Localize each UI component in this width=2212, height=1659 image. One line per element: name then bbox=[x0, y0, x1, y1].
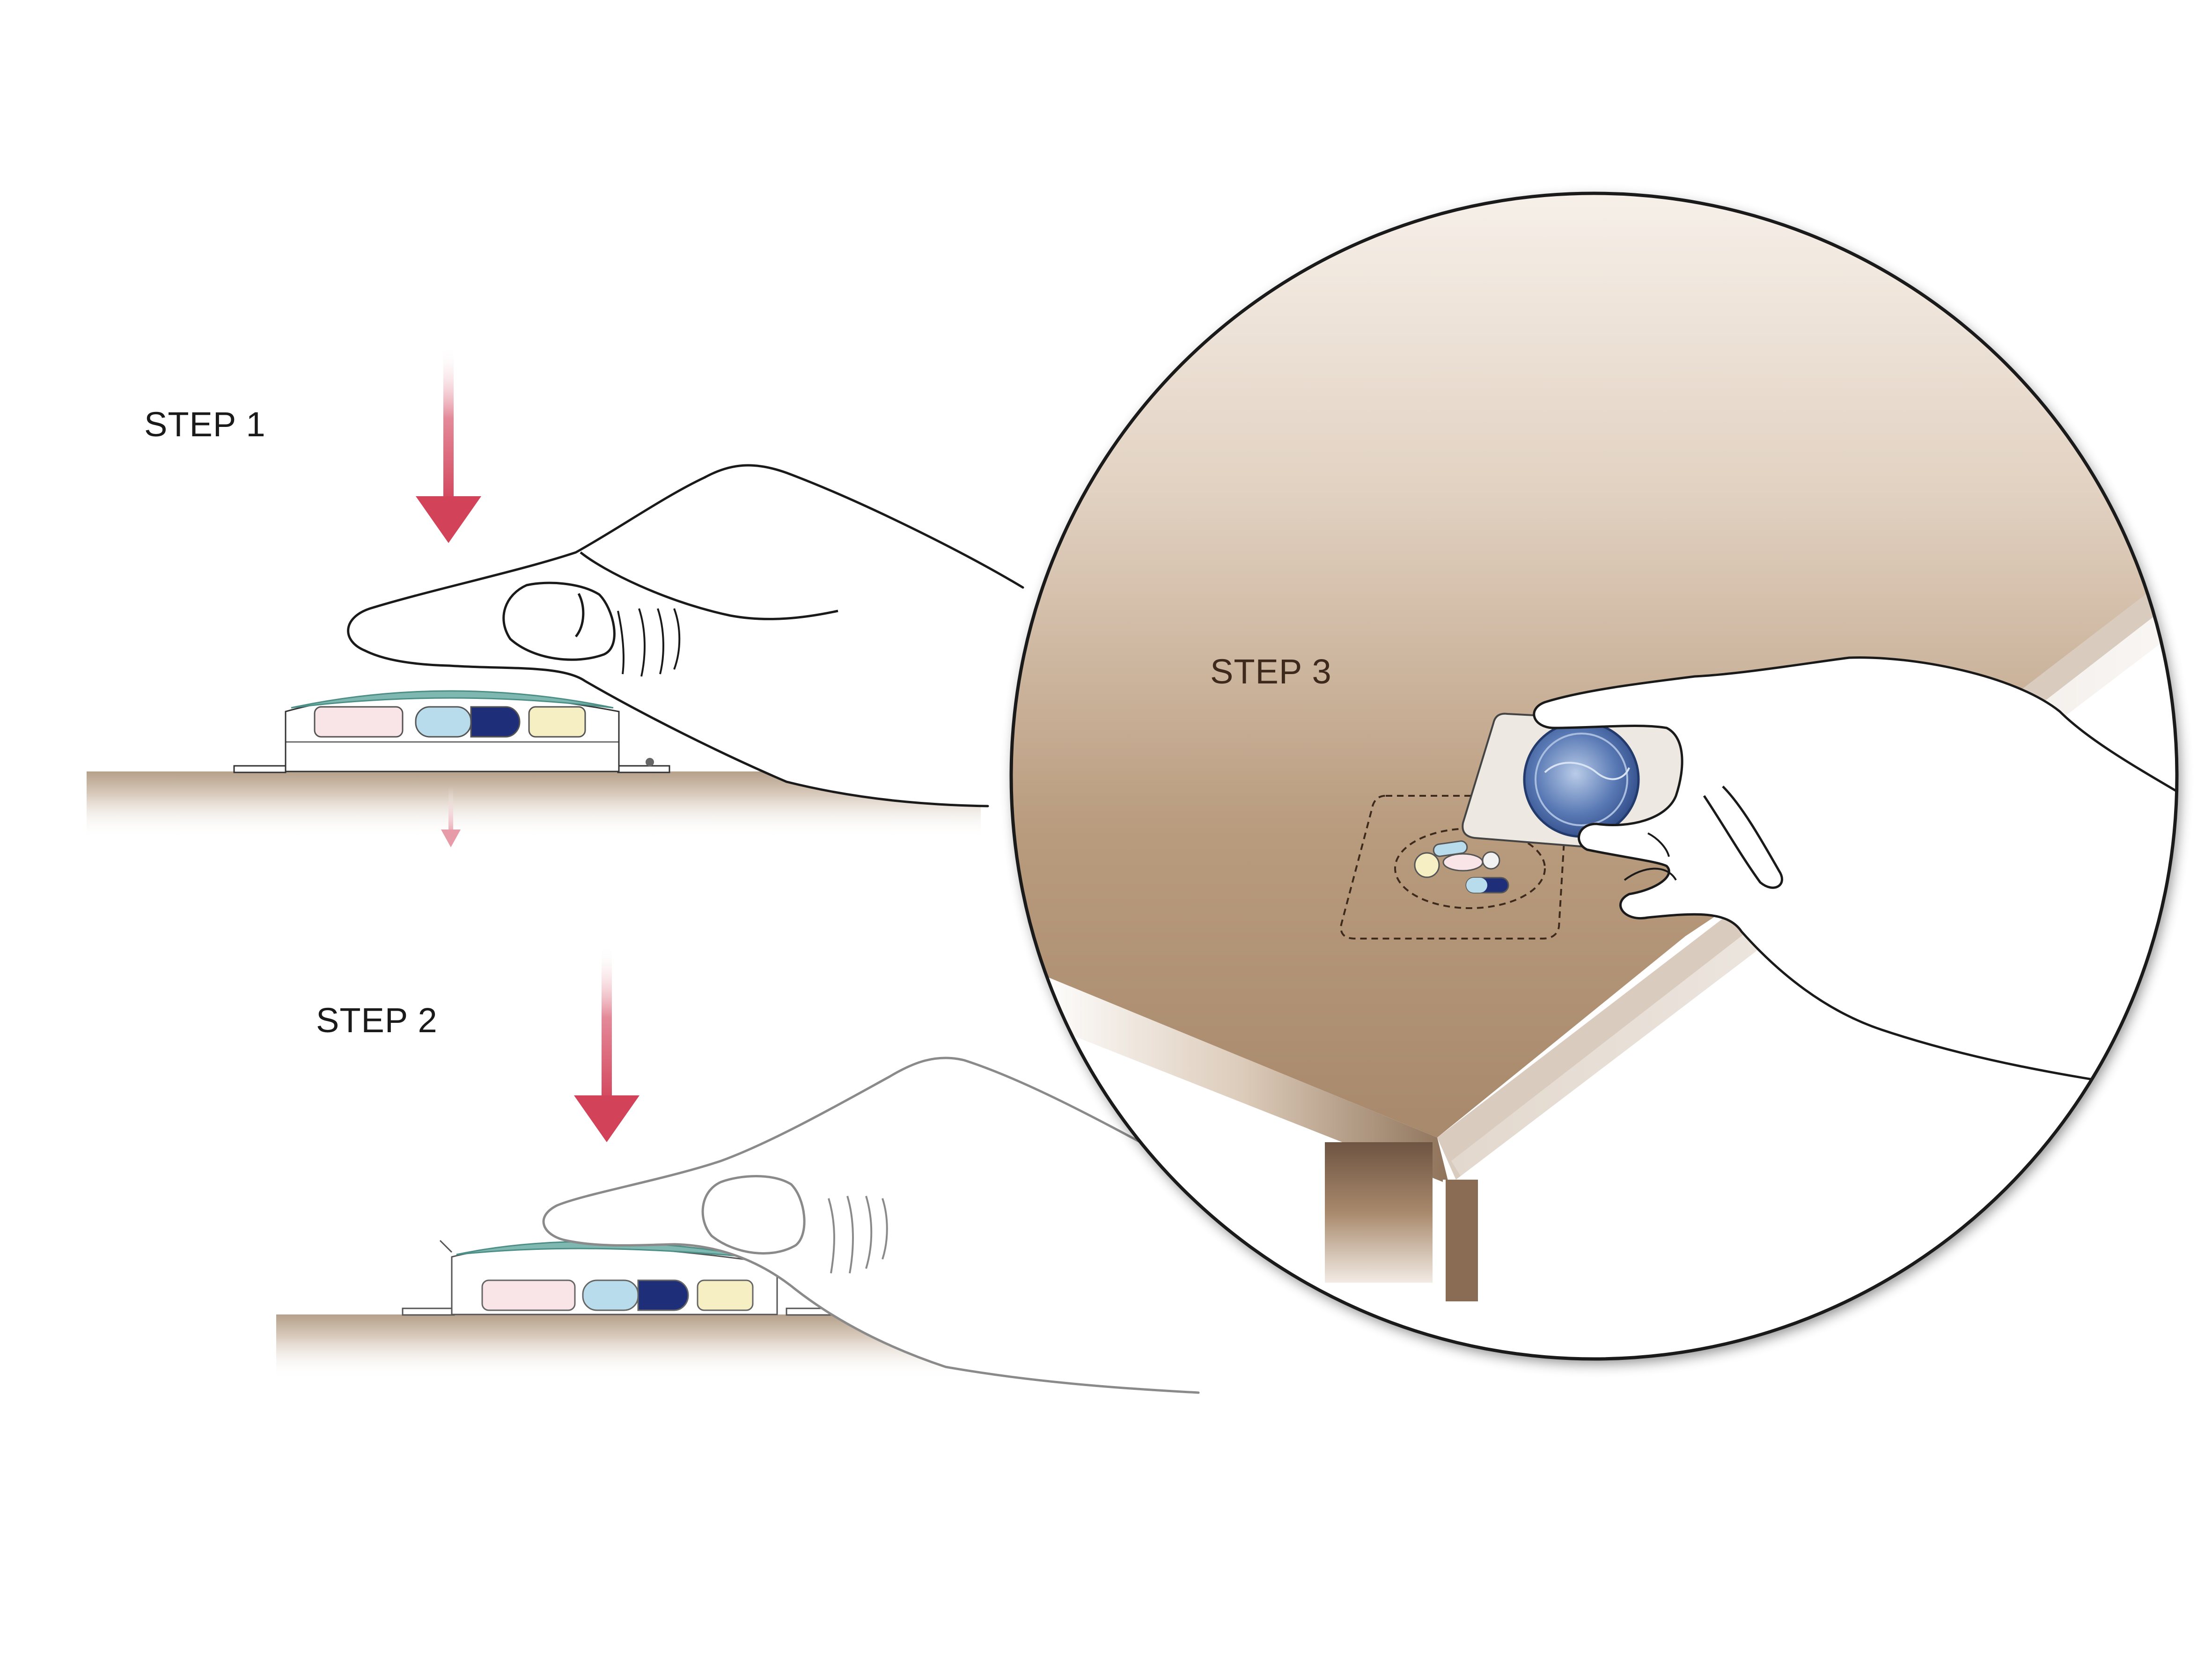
hand-icon bbox=[1533, 656, 2177, 1097]
capsule-icon bbox=[1433, 840, 1468, 857]
blister-card bbox=[1462, 712, 1698, 854]
capsule-icon bbox=[415, 706, 472, 738]
blister-film bbox=[291, 690, 614, 709]
table-surface bbox=[87, 771, 981, 838]
table-top bbox=[1011, 193, 2177, 1138]
capsule-icon bbox=[314, 706, 404, 738]
down-arrow-icon bbox=[441, 786, 461, 847]
down-arrow-icon bbox=[574, 946, 639, 1142]
capsule-icon bbox=[528, 706, 586, 738]
step-2-label: STEP 2 bbox=[316, 1001, 438, 1040]
capsule-icon bbox=[697, 1279, 754, 1311]
down-arrow-icon bbox=[416, 346, 481, 543]
hand-icon bbox=[542, 1057, 1200, 1394]
dropped-pills bbox=[1414, 840, 1509, 894]
step-1-panel: STEP 1 bbox=[87, 346, 1024, 847]
capsule-icon bbox=[481, 1279, 576, 1311]
step-3-inset: STEP 3 bbox=[1009, 191, 2179, 1361]
pill-container bbox=[233, 690, 670, 773]
hand-icon bbox=[347, 464, 1024, 807]
pill-container bbox=[402, 1212, 839, 1316]
step-1-label: STEP 1 bbox=[144, 405, 266, 444]
step-3-label: STEP 3 bbox=[1210, 652, 1332, 691]
table-leg bbox=[1325, 1142, 1433, 1283]
capsule-icon bbox=[582, 1279, 639, 1311]
table-leg bbox=[1444, 1180, 1478, 1301]
coin-icon bbox=[1523, 721, 1640, 838]
step-2-panel: STEP 2 bbox=[276, 946, 1200, 1394]
capsule-icon bbox=[1442, 853, 1484, 872]
